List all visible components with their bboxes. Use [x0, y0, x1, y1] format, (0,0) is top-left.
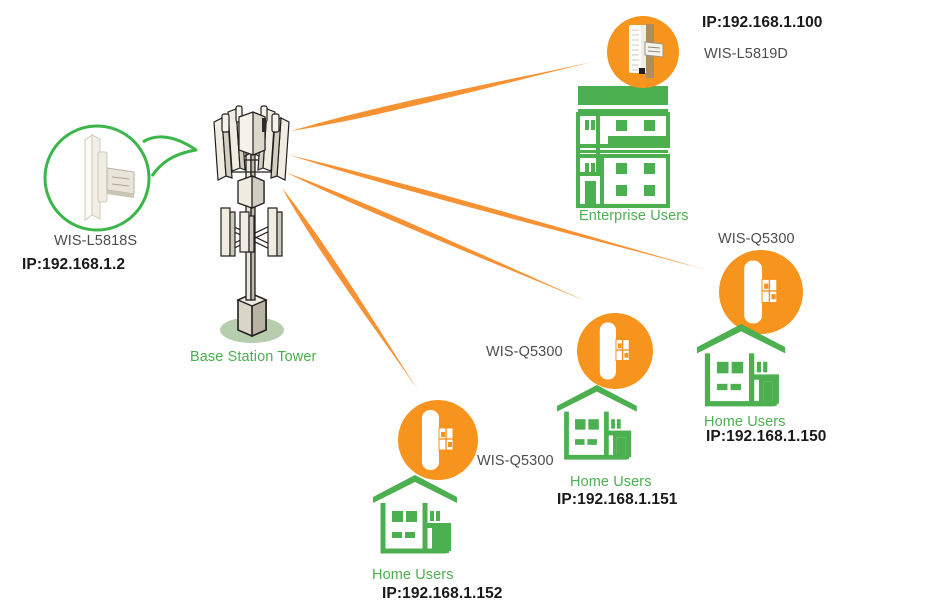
wis-l5818s-device-icon [84, 134, 135, 221]
cpe-antenna-icon [599, 322, 630, 380]
tower-sector-array [213, 105, 290, 181]
node-home-users-middle-ip-label: IP:192.168.1.151 [557, 491, 678, 508]
node-home-users-right-place-label: Home Users [704, 414, 786, 430]
node-enterprise-users-device-label: WIS-L5819D [704, 46, 789, 62]
node-enterprise-users-place-label: Enterprise Users [579, 208, 689, 224]
beam-to-enterprise [291, 62, 592, 131]
node-home-users-left-device-label: WIS-Q5300 [477, 453, 554, 469]
base-station-tower-label: Base Station Tower [190, 349, 317, 365]
panel-antenna-icon [629, 24, 664, 78]
node-home-users-left-place-label: Home Users [372, 567, 454, 583]
callout-device-label: WIS-L5818S [54, 233, 138, 249]
node-home-users-middle[interactable] [557, 313, 653, 460]
node-home-users-left[interactable] [373, 400, 478, 554]
tower-equipment-box [237, 175, 265, 209]
callout-ip-label: IP:192.168.1.2 [22, 256, 126, 273]
node-enterprise-users-ip-label: IP:192.168.1.100 [702, 14, 823, 31]
enterprise-building-icon [576, 86, 670, 208]
beam-to-home-middle [285, 172, 588, 302]
node-home-users-middle-device-label: WIS-Q5300 [486, 344, 563, 360]
beam-to-home-left [282, 188, 418, 390]
home-house-icon [557, 385, 637, 460]
node-home-users-right-device-label: WIS-Q5300 [718, 231, 795, 247]
node-home-users-middle-place-label: Home Users [570, 474, 652, 490]
node-home-users-right-ip-label: IP:192.168.1.150 [706, 428, 827, 445]
home-house-icon [373, 475, 457, 554]
node-enterprise-users[interactable] [576, 16, 679, 208]
cpe-antenna-icon [744, 260, 778, 324]
node-home-users-right[interactable] [697, 250, 803, 407]
tower-lower-antenna-array [220, 207, 283, 257]
callout-tail [142, 135, 198, 177]
beam-to-home-right [289, 155, 707, 270]
home-house-icon [697, 324, 786, 407]
node-home-users-left-ip-label: IP:192.168.1.152 [382, 585, 503, 602]
cpe-antenna-icon [422, 410, 454, 470]
